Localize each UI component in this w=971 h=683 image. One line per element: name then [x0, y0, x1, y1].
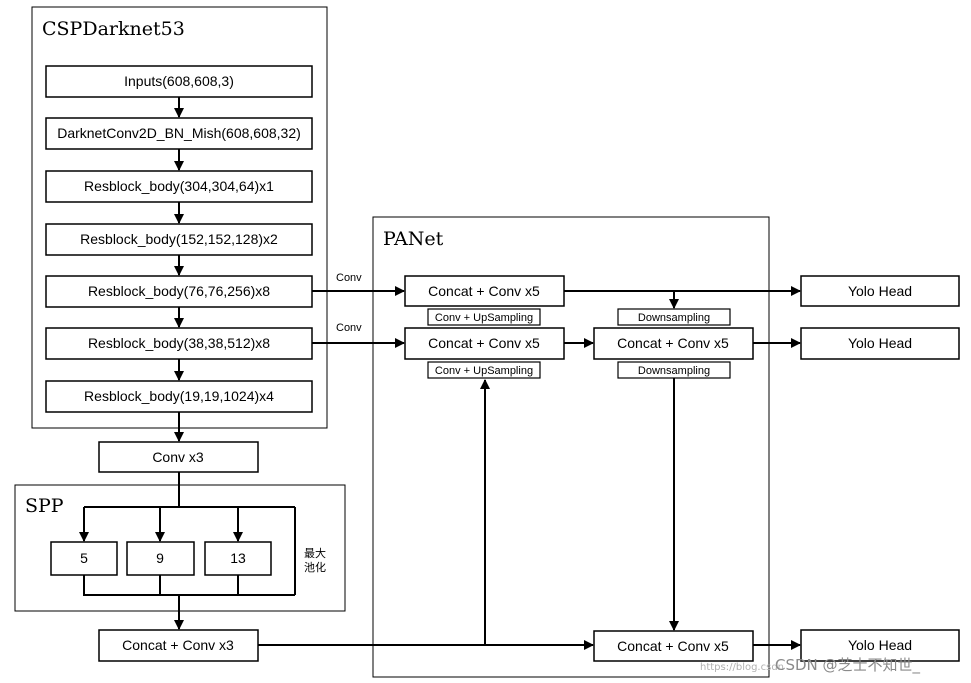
backbone-inputs-node: Inputs(608,608,3)	[45, 65, 313, 98]
pool-5-label: 5	[80, 550, 88, 566]
yolo-head-top-node: Yolo Head	[800, 275, 960, 307]
backbone-conv-bn-mish-node: DarknetConv2D_BN_Mish(608,608,32)	[45, 117, 313, 150]
panet-concat-right-mid-node: Concat + Conv x5	[593, 327, 754, 360]
pool-5-node: 5	[50, 541, 118, 576]
conv-label-2: Conv	[336, 322, 362, 334]
yolo-head-bottom-node: Yolo Head	[800, 629, 960, 662]
backbone-resblock-1-node: Resblock_body(304,304,64)x1	[45, 170, 313, 203]
downsample-1-node: Downsampling	[617, 308, 731, 326]
yolo-head-mid-label: Yolo Head	[848, 335, 912, 351]
watermark-url: https://blog.csdn	[700, 662, 784, 673]
panet-concat-left-top-node: Concat + Conv x5	[404, 275, 565, 307]
panet-concat-left-mid-label: Concat + Conv x5	[428, 335, 540, 351]
concat-conv-x3-node: Concat + Conv x3	[98, 629, 259, 662]
panet-frame	[372, 216, 770, 678]
pool-13-label: 13	[230, 550, 246, 566]
backbone-resblock-2-label: Resblock_body(152,152,128)x2	[80, 231, 278, 247]
conv-x3-node: Conv x3	[98, 441, 259, 473]
cspdarknet53-title: CSPDarknet53	[42, 18, 185, 40]
maxpool-label-line1: 最大	[304, 546, 326, 560]
pool-9-node: 9	[126, 541, 195, 576]
panet-concat-right-mid-label: Concat + Conv x5	[617, 335, 729, 351]
backbone-conv-bn-mish-label: DarknetConv2D_BN_Mish(608,608,32)	[57, 125, 301, 141]
backbone-resblock-2-node: Resblock_body(152,152,128)x2	[45, 223, 313, 256]
panet-concat-left-mid-node: Concat + Conv x5	[404, 327, 565, 360]
downsample-2-node: Downsampling	[617, 361, 731, 379]
panet-title: PANet	[383, 228, 444, 250]
concat-conv-x3-label: Concat + Conv x3	[122, 637, 234, 653]
watermark-brand: CSDN @芝士不知世_	[775, 656, 921, 675]
yolo-head-bottom-label: Yolo Head	[848, 637, 912, 653]
pool-9-label: 9	[156, 550, 164, 566]
spp-merge-line	[83, 575, 295, 596]
backbone-inputs-label: Inputs(608,608,3)	[124, 73, 234, 89]
panet-concat-right-bottom-label: Concat + Conv x5	[617, 638, 729, 654]
maxpool-label-line2: 池化	[304, 560, 326, 574]
backbone-resblock-5-label: Resblock_body(19,19,1024)x4	[84, 388, 274, 404]
conv-x3-label: Conv x3	[152, 449, 204, 465]
conv-label-1: Conv	[336, 272, 362, 284]
backbone-resblock-3-label: Resblock_body(76,76,256)x8	[88, 283, 270, 299]
spp-title: SPP	[25, 495, 64, 517]
yolo-head-top-label: Yolo Head	[848, 283, 912, 299]
downsample-1-label: Downsampling	[638, 312, 710, 324]
spp-split-line	[84, 472, 296, 595]
upsample-1-node: Conv + UpSampling	[427, 308, 541, 326]
arrow-left-top-to-downsample	[564, 290, 679, 309]
backbone-resblock-4-node: Resblock_body(38,38,512)x8	[45, 327, 313, 360]
backbone-resblock-5-node: Resblock_body(19,19,1024)x4	[45, 380, 313, 413]
backbone-resblock-4-label: Resblock_body(38,38,512)x8	[88, 335, 270, 351]
backbone-resblock-1-label: Resblock_body(304,304,64)x1	[84, 178, 274, 194]
pool-13-node: 13	[204, 541, 272, 576]
downsample-2-label: Downsampling	[638, 365, 710, 377]
upsample-1-label: Conv + UpSampling	[435, 312, 533, 324]
panet-concat-right-bottom-node: Concat + Conv x5	[593, 630, 754, 662]
backbone-resblock-3-node: Resblock_body(76,76,256)x8	[45, 275, 313, 308]
upsample-2-node: Conv + UpSampling	[427, 361, 541, 379]
panet-concat-left-top-label: Concat + Conv x5	[428, 283, 540, 299]
upsample-2-label: Conv + UpSampling	[435, 365, 533, 377]
yolo-head-mid-node: Yolo Head	[800, 327, 960, 360]
